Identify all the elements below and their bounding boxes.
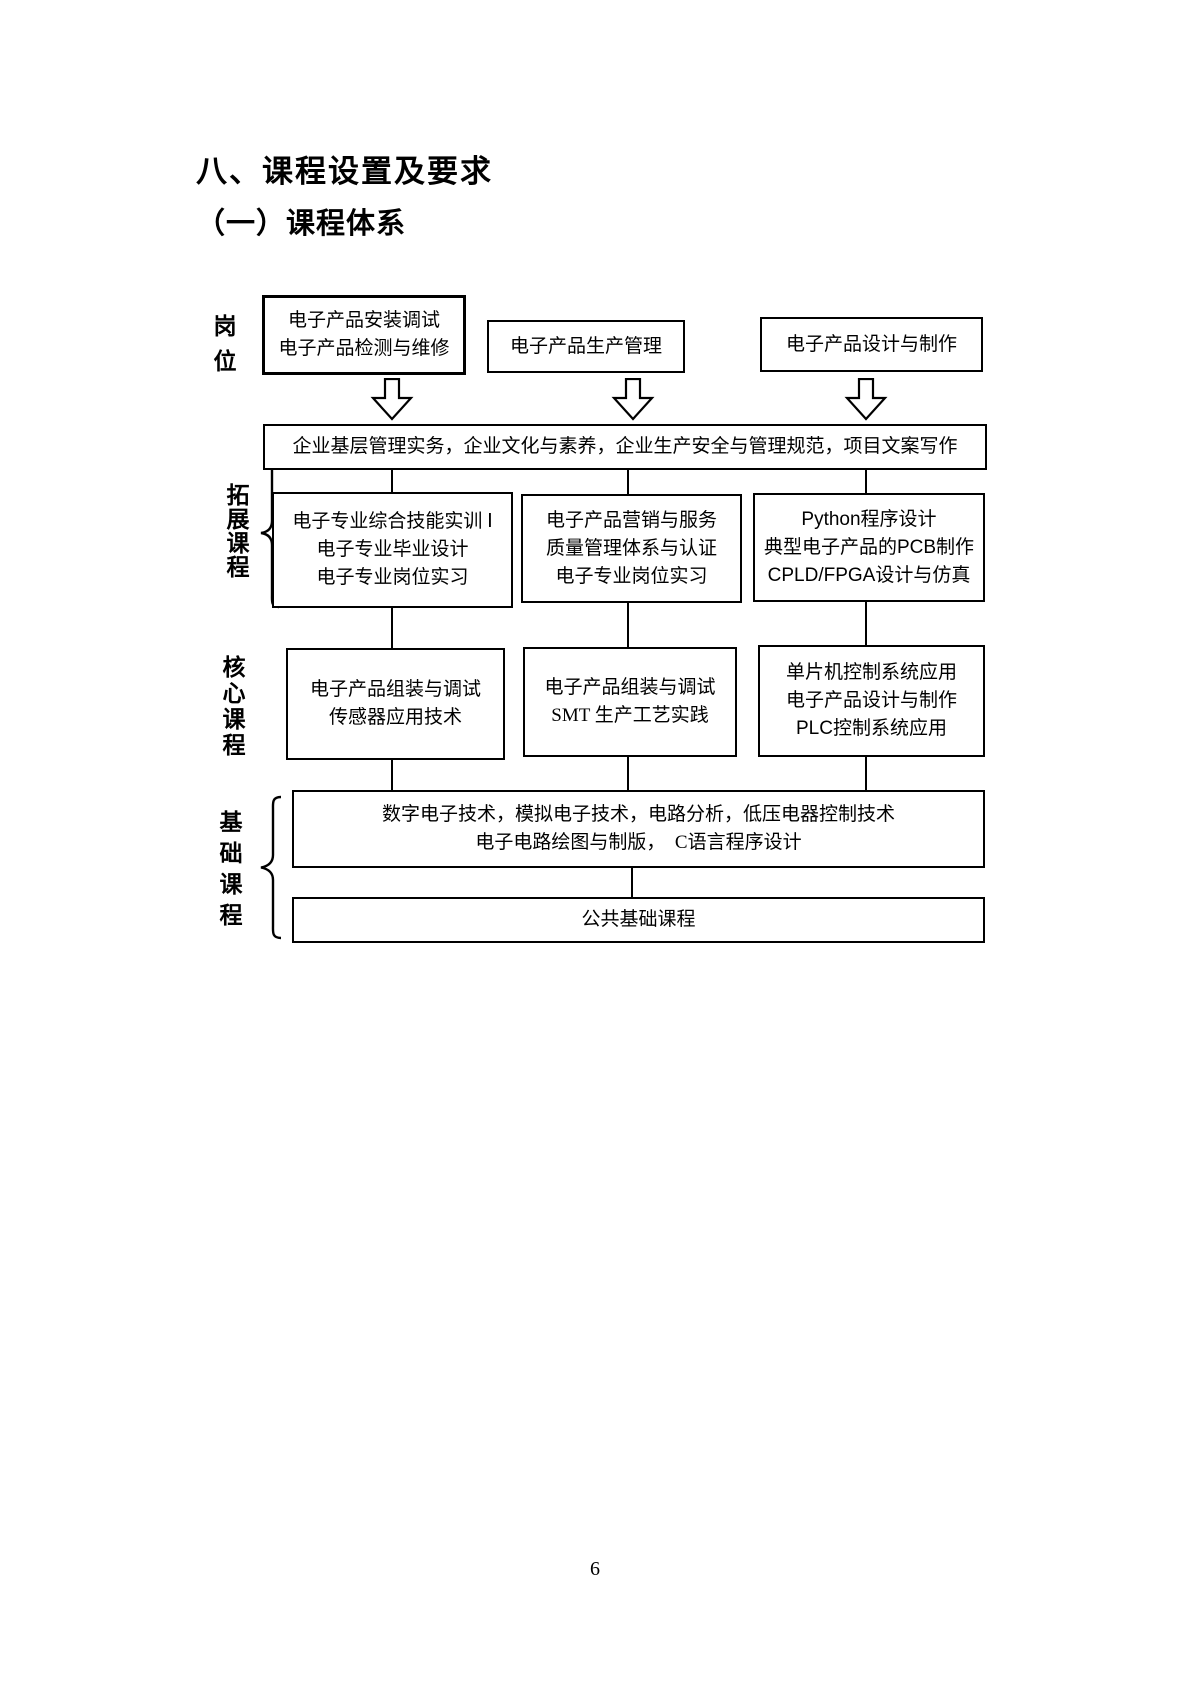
extension-box-marketing-quality: 电子产品营销与服务 质量管理体系与认证 电子专业岗位实习 (521, 494, 742, 603)
row-label-extension: 拓展课程 (223, 483, 249, 579)
connector-line (631, 868, 633, 897)
down-arrow-icon (611, 378, 655, 421)
connector-line (391, 608, 393, 648)
foundation-box-technical: 数字电子技术，模拟电子技术，电路分析，低压电器控制技术 电子电路绘图与制版， C… (292, 790, 985, 868)
extension-box-skills-training: 电子专业综合技能实训 Ⅰ 电子专业毕业设计 电子专业岗位实习 (272, 492, 513, 608)
row-label-core: 核心课程 (219, 655, 245, 759)
foundation-brace-icon (260, 795, 282, 940)
bridge-course-box: 企业基层管理实务，企业文化与素养，企业生产安全与管理规范，项目文案写作 (263, 424, 987, 470)
core-box-mcu-plc: 单片机控制系统应用 电子产品设计与制作 PLC控制系统应用 (758, 645, 985, 757)
down-arrow-icon (844, 378, 888, 421)
page-number: 6 (590, 1558, 600, 1580)
core-box-assembly-smt: 电子产品组装与调试 SMT 生产工艺实践 (523, 647, 737, 757)
connector-line (627, 603, 629, 647)
extension-box-python-pcb: Python程序设计 典型电子产品的PCB制作 CPLD/FPGA设计与仿真 (753, 493, 985, 602)
row-label-foundation: 基础课程 (216, 810, 242, 934)
section-heading: 八、课程设置及要求 (196, 154, 493, 189)
subsection-heading: （一）课程体系 (196, 208, 407, 240)
connector-line (865, 602, 867, 645)
row-label-positions: 岗位 (210, 314, 236, 384)
down-arrow-icon (370, 378, 414, 421)
core-box-assembly-sensor: 电子产品组装与调试 传感器应用技术 (286, 648, 505, 760)
foundation-box-public: 公共基础课程 (292, 897, 985, 943)
connector-line (391, 760, 393, 790)
connector-line (391, 470, 393, 493)
position-box-install-debug: 电子产品安装调试 电子产品检测与维修 (262, 295, 466, 375)
connector-line (627, 470, 629, 495)
connector-line (865, 470, 867, 494)
position-box-production-management: 电子产品生产管理 (487, 320, 685, 373)
connector-line (627, 757, 629, 790)
position-box-design-make: 电子产品设计与制作 (760, 317, 983, 372)
connector-line (865, 757, 867, 790)
